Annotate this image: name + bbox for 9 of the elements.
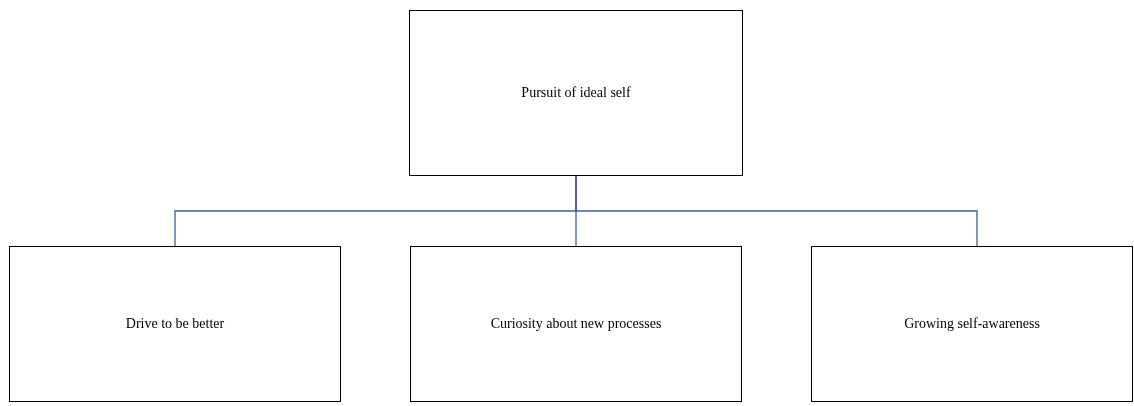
org-box [9, 246, 341, 402]
connector-line [575, 175, 978, 247]
org-box [410, 246, 742, 402]
box-label: Pursuit of ideal self [520, 84, 632, 102]
org-box [409, 10, 743, 176]
box-label: Growing self-awareness [903, 315, 1041, 333]
box-label: Drive to be better [124, 315, 226, 333]
org-box [811, 246, 1133, 402]
box-label: Curiosity about new processes [489, 315, 663, 333]
